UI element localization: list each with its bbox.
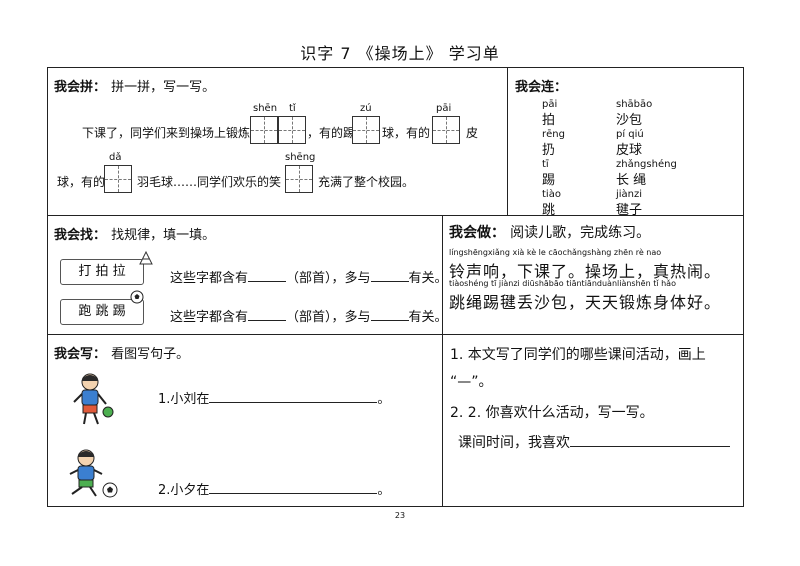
lian-left-py-3: tī bbox=[542, 159, 549, 170]
xie-s2-end: 。 bbox=[377, 483, 391, 498]
xie-sentence-1: 1.小刘在 。 bbox=[158, 388, 390, 407]
pin-line1-c: 球，有的 bbox=[382, 126, 431, 140]
page-number: 23 bbox=[394, 511, 406, 520]
pin-label: 我会拼： bbox=[54, 80, 107, 95]
zuo-instruction: 阅读儿歌，完成练习。 bbox=[510, 225, 651, 241]
lian-right-hz-2[interactable]: 皮球 bbox=[616, 143, 643, 158]
pin-instruction: 拼一拼，写一写。 bbox=[111, 80, 216, 95]
lian-right-hz-4[interactable]: 毽子 bbox=[616, 203, 643, 218]
zhao-sentence-1: 这些字都含有 （部首），多与 有关。 bbox=[170, 267, 448, 286]
lian-left-hz-1[interactable]: 拍 bbox=[542, 113, 556, 128]
divider-row1 bbox=[47, 215, 744, 216]
zhao-s2-b: （部首），多与 bbox=[286, 310, 371, 325]
pin-line1-d: 皮 bbox=[466, 126, 479, 140]
zhao-blank-1b[interactable] bbox=[370, 281, 409, 282]
zhao-group1-text: 打 拍 拉 bbox=[78, 264, 126, 279]
page-title: 识字 7 《操场上》 学习单 bbox=[300, 44, 500, 63]
zhao-group1-tag: 打 拍 拉 bbox=[60, 259, 144, 285]
zuo-answer-line: 课间时间，我喜欢 bbox=[458, 432, 730, 452]
xie-s1-prefix: 1.小刘在 bbox=[158, 392, 210, 407]
xie-header: 我会写： 看图写句子。 bbox=[54, 343, 189, 362]
xie-blank-1[interactable] bbox=[209, 402, 378, 403]
lian-right-py-1: shābāo bbox=[616, 99, 653, 110]
shuttlecock-icon bbox=[139, 250, 153, 265]
zhao-label: 我会找： bbox=[54, 228, 107, 243]
xie-sentence-2: 2.小夕在 。 bbox=[158, 479, 390, 498]
worksheet-frame bbox=[47, 67, 744, 507]
zhao-header: 我会找： 找规律，填一填。 bbox=[54, 224, 215, 243]
tianzige-box-sheng[interactable] bbox=[285, 165, 313, 193]
pin-line1-b: ，有的踢 bbox=[307, 126, 356, 140]
tianzige-box-shen[interactable] bbox=[250, 116, 278, 144]
pinyin-zu: zú bbox=[360, 103, 372, 114]
divider-col-top bbox=[507, 67, 508, 215]
pinyin-pai: pāi bbox=[436, 103, 452, 114]
zuo-question-2: 2. 2. 你喜欢什么活动，写一写。 bbox=[450, 405, 654, 421]
lian-right-hz-3[interactable]: 长 绳 bbox=[616, 173, 647, 188]
lian-left-hz-2[interactable]: 扔 bbox=[542, 143, 556, 158]
zuo-header: 我会做： 阅读儿歌，完成练习。 bbox=[449, 222, 650, 242]
zhao-s1-c: 有关。 bbox=[408, 271, 448, 286]
zhao-s2-a: 这些字都含有 bbox=[170, 310, 249, 325]
lian-left-hz-3[interactable]: 踢 bbox=[542, 173, 556, 188]
soccer-ball-icon bbox=[130, 290, 144, 304]
pin-line2-b: 羽毛球……同学们欢乐的笑 bbox=[137, 175, 282, 189]
lian-right-py-4: jiànzi bbox=[616, 189, 643, 200]
zhao-s1-b: （部首），多与 bbox=[286, 271, 371, 286]
zuo-label: 我会做： bbox=[449, 225, 505, 241]
pinyin-da: dǎ bbox=[109, 152, 122, 163]
tianzige-box-zu[interactable] bbox=[352, 116, 380, 144]
pin-header: 我会拼： 拼一拼，写一写。 bbox=[54, 76, 215, 95]
xie-s1-end: 。 bbox=[377, 392, 391, 407]
pinyin-ti: tǐ bbox=[289, 103, 296, 114]
tianzige-box-ti[interactable] bbox=[278, 116, 306, 144]
xie-instruction: 看图写句子。 bbox=[111, 347, 190, 362]
xie-blank-2[interactable] bbox=[209, 493, 378, 494]
zuo-poem-line-1: 铃声响，下课了。操场上，真热闹。 bbox=[449, 262, 722, 281]
zuo-poem-pinyin-2: tiàoshéng tī jiànzi diūshābāo tiāntiāndu… bbox=[449, 279, 676, 288]
zuo-question-1b: “—”。 bbox=[450, 374, 493, 390]
lian-right-hz-1[interactable]: 沙包 bbox=[616, 113, 643, 128]
zuo-answer-blank[interactable] bbox=[570, 446, 730, 447]
zhao-group2-text: 跑 跳 踢 bbox=[78, 304, 126, 319]
boy-bouncing-ball-illustration bbox=[73, 373, 114, 425]
zhao-blank-2a[interactable] bbox=[248, 320, 287, 321]
xie-s2-prefix: 2.小夕在 bbox=[158, 483, 210, 498]
tianzige-box-pai[interactable] bbox=[432, 116, 460, 144]
lian-left-py-2: rēng bbox=[542, 129, 565, 140]
xie-label: 我会写： bbox=[54, 347, 107, 362]
pin-line2-a: 球，有的 bbox=[57, 175, 106, 189]
zuo-poem-pinyin-1: língshēngxiǎng xià kè le cāochǎngshàng z… bbox=[449, 248, 662, 257]
zuo-question-1a: 1. 本文写了同学们的哪些课间活动，画上 bbox=[450, 347, 706, 363]
zhao-s1-a: 这些字都含有 bbox=[170, 271, 249, 286]
lian-right-py-2: pí qiú bbox=[616, 129, 644, 140]
pin-line2-c: 充满了整个校园。 bbox=[318, 175, 415, 189]
zhao-blank-1a[interactable] bbox=[248, 281, 287, 282]
divider-col-bottom bbox=[442, 215, 443, 507]
zhao-blank-2b[interactable] bbox=[370, 320, 409, 321]
lian-left-hz-4[interactable]: 跳 bbox=[542, 203, 556, 218]
lian-right-py-3: zhǎngshéng bbox=[616, 159, 677, 170]
lian-left-py-4: tiào bbox=[542, 189, 561, 200]
zuo-answer-prefix: 课间时间，我喜欢 bbox=[458, 435, 570, 451]
pinyin-shen: shēn bbox=[253, 103, 278, 114]
zuo-poem-line-2: 跳绳踢毽丢沙包，天天锻炼身体好。 bbox=[449, 293, 722, 312]
zhao-instruction: 找规律，填一填。 bbox=[111, 228, 216, 243]
lian-label: 我会连： bbox=[515, 80, 568, 95]
divider-row2 bbox=[47, 334, 744, 335]
zhao-s2-c: 有关。 bbox=[408, 310, 448, 325]
lian-left-py-1: pāi bbox=[542, 99, 558, 110]
zhao-group2-tag: 跑 跳 踢 bbox=[60, 299, 144, 325]
zhao-sentence-2: 这些字都含有 （部首），多与 有关。 bbox=[170, 306, 448, 325]
pin-line1-a: 下课了，同学们来到操场上锻炼 bbox=[82, 126, 251, 140]
boy-kicking-ball-illustration bbox=[69, 449, 103, 497]
soccer-ball-icon bbox=[102, 482, 118, 498]
pinyin-sheng: shēng bbox=[285, 152, 316, 163]
tianzige-box-da[interactable] bbox=[104, 165, 132, 193]
